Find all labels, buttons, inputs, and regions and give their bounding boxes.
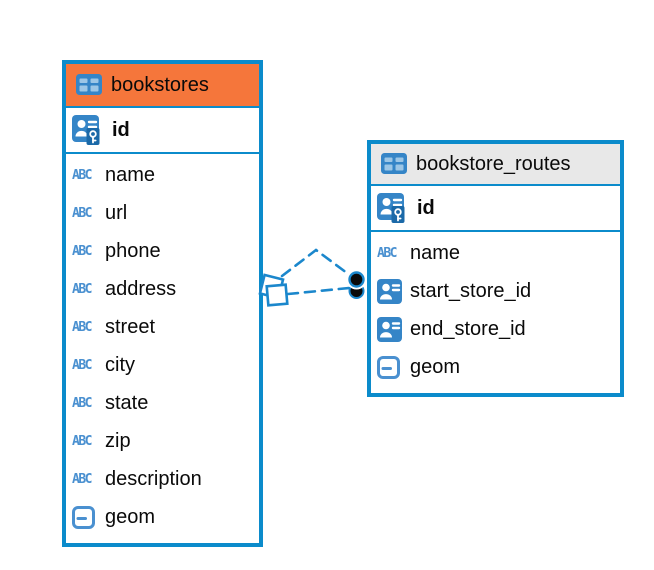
pk-row-bookstores-id[interactable]: id xyxy=(66,108,259,154)
column-row-name[interactable]: ABC name xyxy=(377,234,620,272)
relationship-line-start-store-id[interactable] xyxy=(280,248,353,278)
column-name: address xyxy=(105,277,177,300)
column-row-end-store-id[interactable]: end_store_id xyxy=(377,310,620,348)
text-type-icon: ABC xyxy=(377,245,397,261)
table-bookstores[interactable]: bookstores id ABC xyxy=(62,60,263,547)
column-row-name[interactable]: ABC name xyxy=(72,156,259,194)
table-bookstores-header[interactable]: bookstores xyxy=(66,64,259,108)
text-type-icon: ABC xyxy=(72,319,92,335)
geometry-type-icon xyxy=(377,355,402,379)
column-name: end_store_id xyxy=(410,317,526,340)
column-list: ABC name start_store_id xyxy=(371,232,620,393)
column-name: start_store_id xyxy=(410,279,532,302)
person-key-icon xyxy=(377,192,408,224)
column-row-zip[interactable]: ABC zip xyxy=(72,422,259,460)
column-name: city xyxy=(105,353,135,376)
column-name: description xyxy=(105,467,202,490)
geometry-type-icon xyxy=(72,505,97,529)
diamond-end-marker[interactable] xyxy=(258,273,289,307)
text-type-icon: ABC xyxy=(72,471,92,487)
table-bookstore-routes[interactable]: bookstore_routes id ABC xyxy=(367,140,624,397)
pk-column-name: id xyxy=(112,118,130,141)
person-reference-icon xyxy=(377,316,402,342)
text-type-icon: ABC xyxy=(72,167,92,183)
column-name: phone xyxy=(105,239,161,262)
column-list: ABC name ABC url ABC phone ABC address A… xyxy=(66,154,259,543)
text-type-icon: ABC xyxy=(72,281,92,297)
person-key-icon xyxy=(72,114,103,146)
column-name: geom xyxy=(105,505,156,528)
person-reference-icon xyxy=(377,278,402,304)
text-type-icon: ABC xyxy=(72,357,92,373)
text-type-icon: ABC xyxy=(72,433,92,449)
column-name: name xyxy=(105,163,156,186)
text-type-icon: ABC xyxy=(72,205,92,221)
column-name: url xyxy=(105,201,128,224)
table-title: bookstore_routes xyxy=(416,152,571,175)
pk-column-name: id xyxy=(417,196,435,219)
table-icon xyxy=(381,153,407,175)
column-row-state[interactable]: ABC state xyxy=(72,384,259,422)
text-type-icon: ABC xyxy=(72,395,92,411)
table-bookstore-routes-header[interactable]: bookstore_routes xyxy=(371,144,620,186)
column-name: name xyxy=(410,241,461,264)
column-name: geom xyxy=(410,355,461,378)
column-row-url[interactable]: ABC url xyxy=(72,194,259,232)
column-row-address[interactable]: ABC address xyxy=(72,270,259,308)
column-row-geom[interactable]: geom xyxy=(377,348,620,386)
column-name: state xyxy=(105,391,149,414)
pk-row-routes-id[interactable]: id xyxy=(371,186,620,232)
column-row-phone[interactable]: ABC phone xyxy=(72,232,259,270)
column-row-start-store-id[interactable]: start_store_id xyxy=(377,272,620,310)
relationship-line-end-store-id[interactable] xyxy=(286,286,351,296)
column-row-street[interactable]: ABC street xyxy=(72,308,259,346)
column-row-geom[interactable]: geom xyxy=(72,498,259,536)
column-name: street xyxy=(105,315,156,338)
table-title: bookstores xyxy=(111,73,209,96)
dot-end-marker[interactable] xyxy=(346,269,367,299)
column-name: zip xyxy=(105,429,131,452)
column-row-description[interactable]: ABC description xyxy=(72,460,259,498)
text-type-icon: ABC xyxy=(72,243,92,259)
table-icon xyxy=(76,74,102,96)
column-row-city[interactable]: ABC city xyxy=(72,346,259,384)
